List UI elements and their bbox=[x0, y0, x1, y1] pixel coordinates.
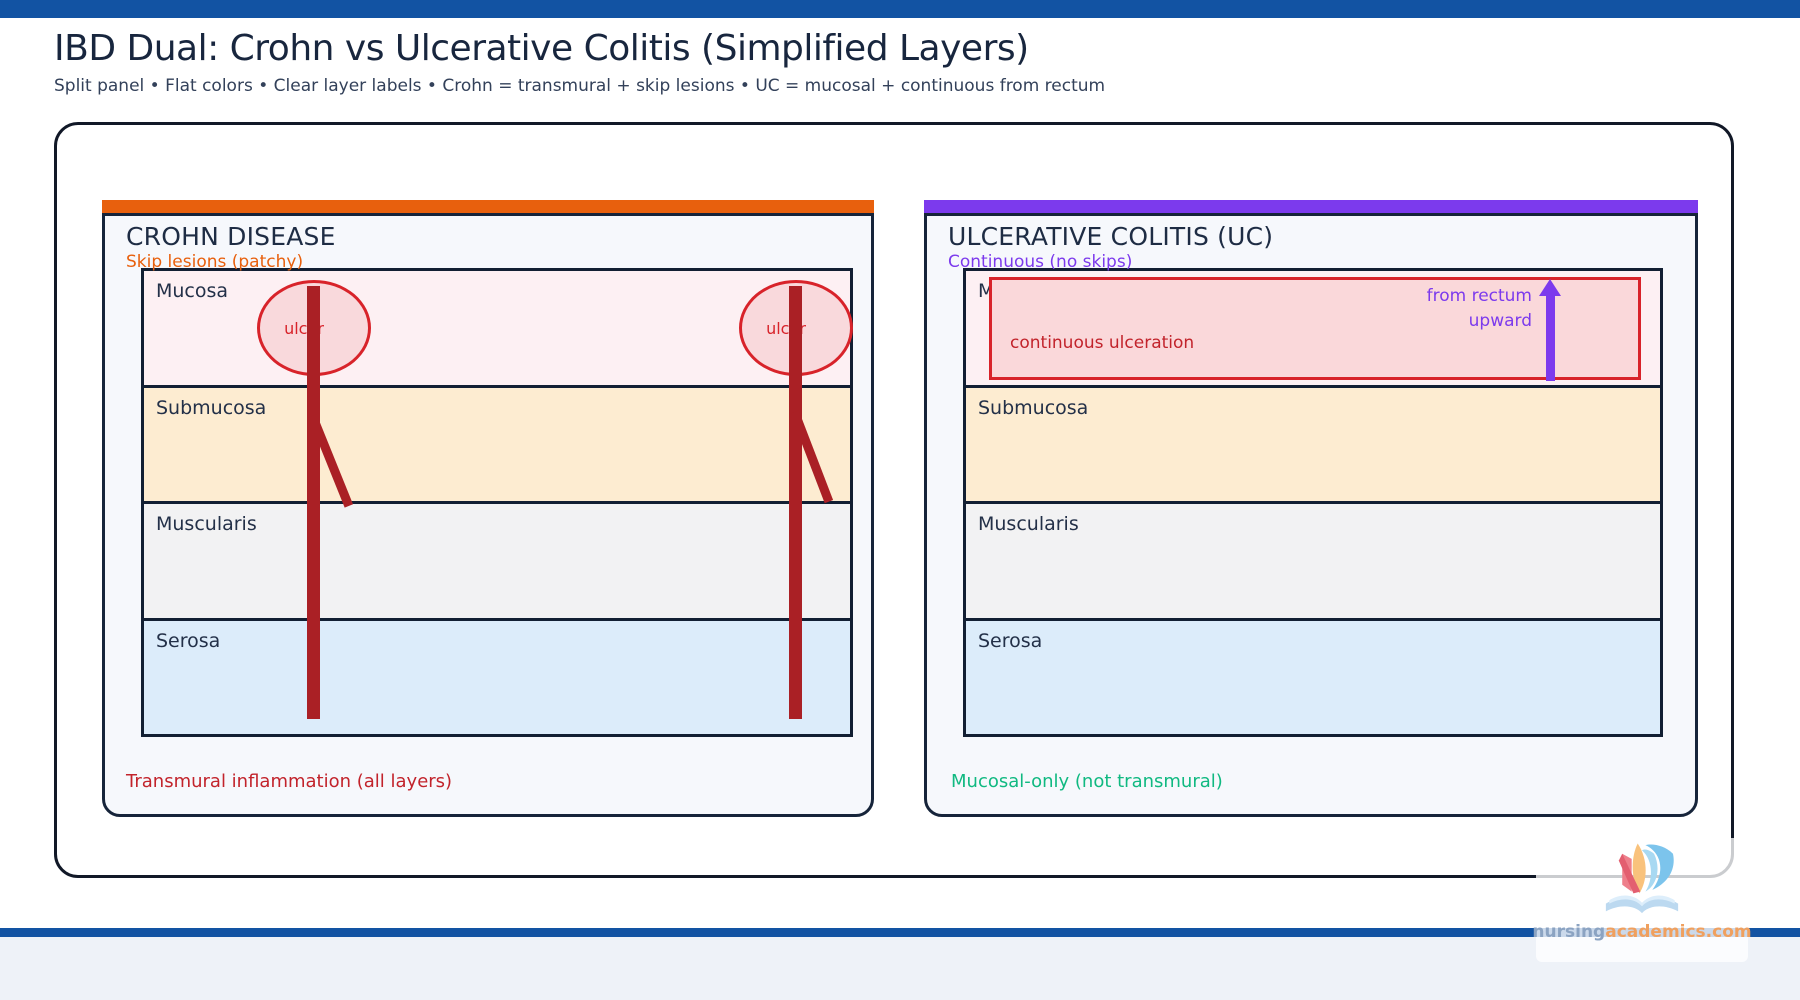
from-rectum-upward-label: from rectum upward bbox=[1427, 284, 1532, 334]
crohn-panel: CROHN DISEASE Skip lesions (patchy) Muco… bbox=[102, 213, 874, 817]
transmural-fissure-line-1 bbox=[307, 286, 320, 719]
arrow-up-head bbox=[1539, 279, 1561, 296]
uc-layer-submucosa: Submucosa bbox=[966, 384, 1660, 501]
crohn-accent-bar bbox=[102, 200, 874, 213]
top-accent-bar bbox=[0, 0, 1800, 18]
footer-accent-bar bbox=[0, 928, 1800, 937]
continuous-ulceration-label: continuous ulceration bbox=[1010, 333, 1195, 353]
brand-wordmark-nursing: nursing bbox=[1532, 922, 1606, 942]
crohn-layer-submucosa: Submucosa bbox=[144, 384, 850, 501]
uc-caption: Mucosal-only (not transmural) bbox=[951, 771, 1223, 792]
layer-label-submucosa: Submucosa bbox=[978, 396, 1089, 419]
arrow-up-shaft bbox=[1545, 296, 1555, 381]
layer-label-serosa: Serosa bbox=[156, 629, 221, 652]
layer-label-muscularis: Muscularis bbox=[978, 513, 1079, 535]
crohn-panel-subtitle: Skip lesions (patchy) bbox=[126, 252, 304, 272]
continuous-ulceration-band: continuous ulceration from rectum upward bbox=[989, 277, 1641, 380]
crohn-caption: Transmural inflammation (all layers) bbox=[126, 771, 453, 792]
crohn-layer-stack: Mucosa Submucosa Muscularis Serosa bbox=[141, 268, 853, 737]
brand-watermark: nursingacademics.com bbox=[1532, 838, 1752, 962]
layer-label-mucosa: Mucosa bbox=[156, 280, 229, 302]
layer-label-muscularis: Muscularis bbox=[156, 513, 257, 535]
uc-panel-title: ULCERATIVE COLITIS (UC) bbox=[948, 222, 1274, 251]
brand-wordmark: nursingacademics.com bbox=[1532, 922, 1751, 942]
open-book-flame-logo-icon bbox=[1605, 843, 1679, 914]
layer-label-submucosa: Submucosa bbox=[156, 396, 267, 419]
uc-panel: ULCERATIVE COLITIS (UC) Continuous (no s… bbox=[924, 213, 1698, 817]
uc-layer-muscularis: Muscularis bbox=[966, 501, 1660, 618]
from-rectum-line: from rectum bbox=[1426, 286, 1532, 306]
footer: nursingacademics.com bbox=[0, 937, 1800, 1000]
layer-label-serosa: Serosa bbox=[978, 629, 1043, 652]
crohn-layer-muscularis: Muscularis bbox=[144, 501, 850, 618]
crohn-layer-serosa: Serosa bbox=[144, 617, 850, 734]
page-subtitle: Split panel • Flat colors • Clear layer … bbox=[54, 76, 1106, 96]
transmural-fissure-line-2 bbox=[789, 286, 802, 719]
uc-panel-subtitle: Continuous (no skips) bbox=[948, 252, 1133, 272]
brand-wordmark-academics: academics.com bbox=[1605, 922, 1752, 942]
arrow-up-icon bbox=[1539, 279, 1561, 381]
uc-accent-bar bbox=[924, 200, 1698, 213]
crohn-panel-title: CROHN DISEASE bbox=[126, 222, 336, 251]
upward-line: upward bbox=[1468, 311, 1532, 331]
uc-layer-serosa: Serosa bbox=[966, 617, 1660, 734]
page-title: IBD Dual: Crohn vs Ulcerative Colitis (S… bbox=[54, 28, 1029, 69]
